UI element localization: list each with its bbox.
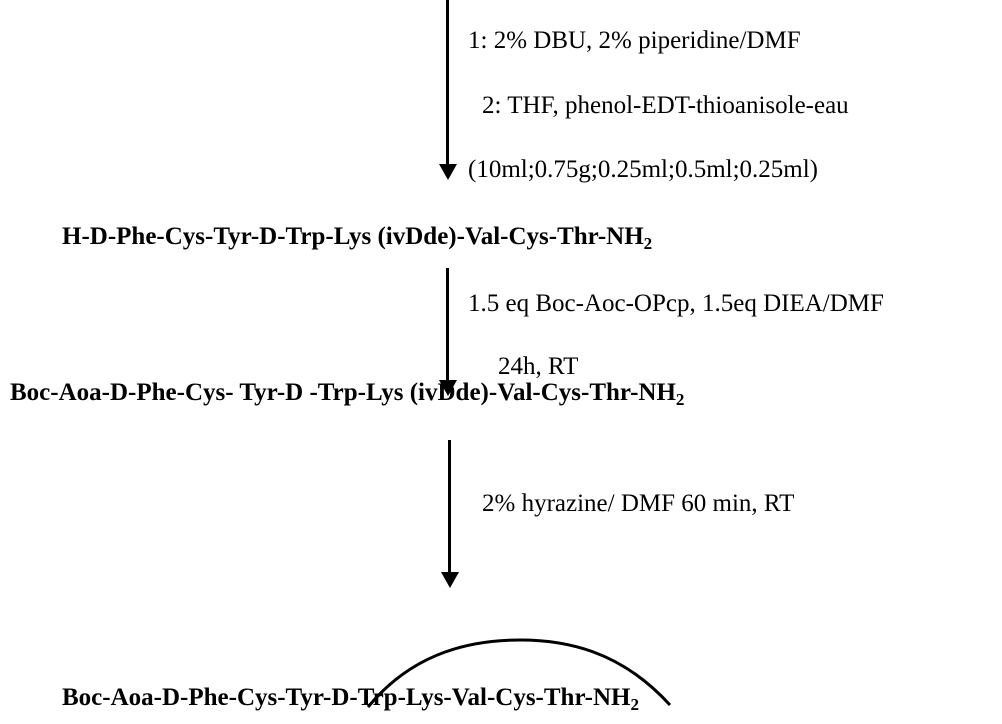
compound-3-formula: Boc-Aoa-D-Phe-Cys-Tyr-D-Trp-Lys-Val-Cys-…	[62, 684, 631, 711]
compound-2-subscript: 2	[675, 390, 685, 409]
compound-1-subscript: 2	[643, 234, 653, 253]
arrow-head-icon	[439, 164, 457, 180]
disulfide-bridge-arc-icon	[366, 638, 672, 708]
arrow-head-icon	[441, 572, 459, 588]
arrow-shaft	[448, 440, 451, 575]
compound-1-formula: H-D-Phe-Cys-Tyr-D-Trp-Lys (ivDde)-Val-Cy…	[62, 223, 644, 250]
compound-3: Boc-Aoa-D-Phe-Cys-Tyr-D-Trp-Lys-Val-Cys-…	[62, 683, 639, 713]
step-1-condition-1: 1: 2% DBU, 2% piperidine/DMF	[468, 27, 801, 54]
compound-2: Boc-Aoa-D-Phe-Cys- Tyr-D -Trp-Lys (ivDde…	[10, 378, 684, 408]
reaction-arrow-step-1	[438, 0, 458, 180]
step-2-condition-1: 1.5 eq Boc-Aoc-OPcp, 1.5eq DIEA/DMF	[468, 290, 884, 317]
reaction-arrow-step-3	[440, 440, 460, 590]
compound-1: H-D-Phe-Cys-Tyr-D-Trp-Lys (ivDde)-Val-Cy…	[62, 222, 652, 252]
step-3-condition-1: 2% hyrazine/ DMF 60 min, RT	[482, 490, 795, 517]
bridge-arc-path	[366, 638, 672, 708]
compound-2-formula: Boc-Aoa-D-Phe-Cys- Tyr-D -Trp-Lys (ivDde…	[10, 379, 676, 406]
step-2-condition-2: 24h, RT	[498, 353, 579, 380]
arrow-shaft	[446, 0, 449, 165]
arrow-shaft	[446, 268, 449, 383]
arrow-head-icon	[439, 380, 457, 396]
step-1-condition-3: (10ml;0.75g;0.25ml;0.5ml;0.25ml)	[468, 156, 818, 183]
reaction-arrow-step-2	[438, 268, 458, 398]
compound-3-subscript: 2	[630, 695, 639, 714]
step-1-condition-2: 2: THF, phenol-EDT-thioanisole-eau	[482, 92, 849, 119]
